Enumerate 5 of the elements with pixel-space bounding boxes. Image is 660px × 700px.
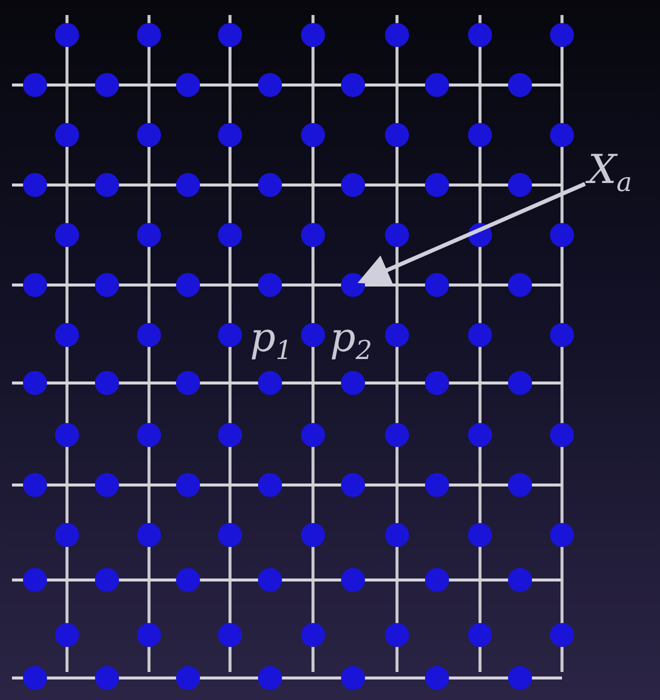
arrow [358,182,586,285]
lattice-point [341,273,365,297]
variable-label: p$_{1}$ [250,318,292,364]
variable-label: X$_{a}$ [588,150,632,196]
variable-label: p$_{2}$ [330,318,372,364]
